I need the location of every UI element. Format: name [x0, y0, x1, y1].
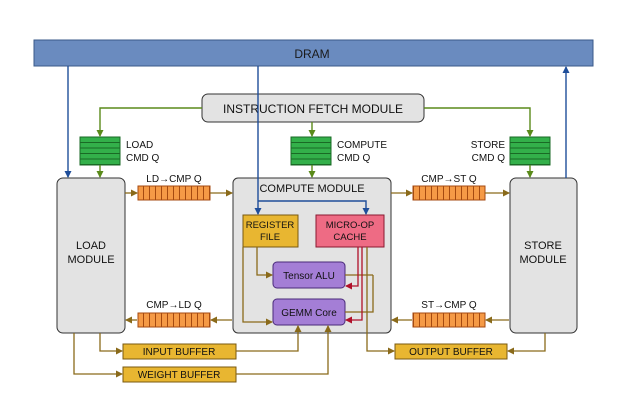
instruction-fetch-module: INSTRUCTION FETCH MODULE — [201, 93, 425, 123]
store-cmd-queue — [509, 136, 551, 166]
load-cmd-queue — [79, 136, 121, 166]
cmp-to-st-queue-label: CMP→ST Q — [421, 174, 477, 185]
tensor-alu-label: Tensor ALU — [283, 271, 335, 282]
cmp-to-st-queue — [412, 185, 486, 201]
output-buffer-label: OUTPUT BUFFER — [409, 347, 493, 358]
st-to-cmp-queue — [412, 312, 486, 328]
compute-cmd-queue — [290, 136, 332, 166]
dram-access-arrows — [64, 66, 570, 215]
st-to-cmp-queue-label: ST→CMP Q — [421, 300, 477, 311]
compute-module-title: COMPUTE MODULE — [259, 183, 364, 195]
buffer-data-arrows — [73, 247, 546, 378]
fetch-dispatch-arrows — [96, 107, 534, 178]
dependency-queue-arrows — [125, 189, 510, 324]
micro-op-arrows — [345, 247, 363, 324]
instruction-fetch-label: INSTRUCTION FETCH MODULE — [223, 102, 403, 116]
ld-to-cmp-queue — [137, 185, 211, 201]
micro-op-cache — [315, 214, 385, 248]
dram-bar: DRAM — [33, 39, 594, 67]
ld-to-cmp-queue-label: LD→CMP Q — [146, 174, 202, 185]
weight-buffer-label: WEIGHT BUFFER — [138, 370, 221, 381]
gemm-core-label: GEMM Core — [281, 308, 337, 319]
cmp-to-ld-queue — [137, 312, 211, 328]
register-file — [242, 214, 299, 248]
input-buffer-label: INPUT BUFFER — [143, 347, 216, 358]
dram-label: DRAM — [294, 47, 329, 61]
cmp-to-ld-queue-label: CMP→LD Q — [146, 300, 202, 311]
